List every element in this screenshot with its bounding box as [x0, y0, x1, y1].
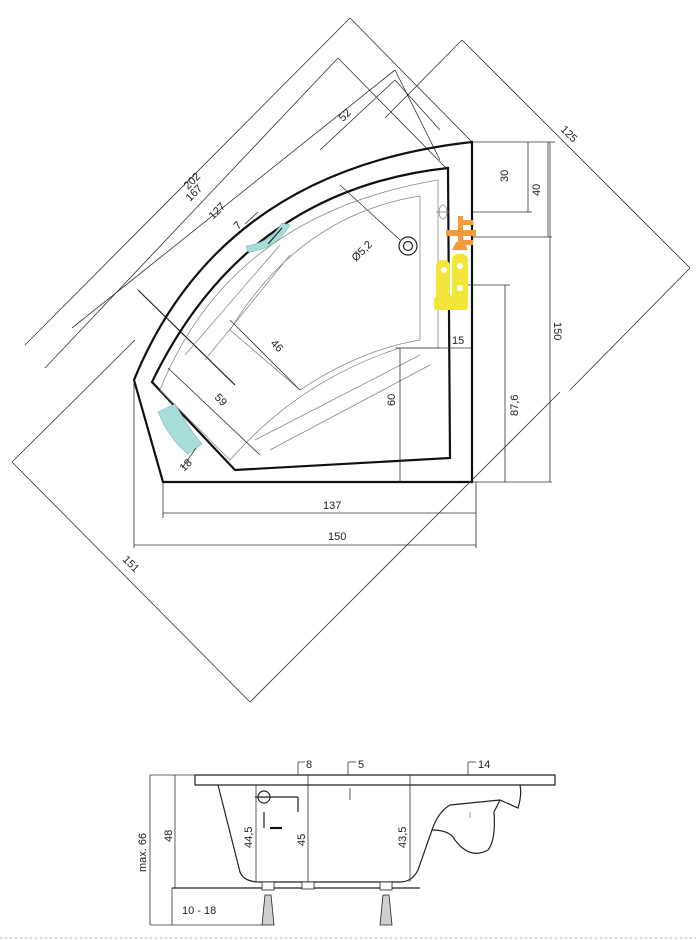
- foot-right-icon: [379, 881, 393, 926]
- headrest-lower-icon: [157, 403, 203, 455]
- label-876: 87,6: [509, 395, 521, 416]
- label-18: 18: [178, 457, 195, 474]
- dim-line-167: [44, 57, 339, 369]
- dim-ext-52: [394, 79, 441, 131]
- label-150-bottom: 150: [328, 531, 346, 543]
- dim-ext-127: [394, 69, 441, 161]
- dim-ext-125a: [384, 39, 463, 119]
- side-skirt: [431, 799, 501, 854]
- label-15: 15: [452, 335, 464, 347]
- label-60: 60: [386, 394, 398, 406]
- basin-contour: [159, 179, 439, 461]
- inner-rim: [150, 166, 452, 472]
- dim-tick-7: [244, 211, 259, 225]
- tap-icon: [446, 216, 476, 250]
- label-435: 43,5: [397, 827, 409, 848]
- headrest-upper-icon: [245, 222, 291, 253]
- label-137: 137: [323, 500, 341, 512]
- dim-tick-18: [181, 447, 197, 469]
- seat-contour: [229, 195, 421, 391]
- label-150-right: 150: [551, 322, 563, 340]
- dim-line-151: [11, 461, 251, 703]
- drain-leader: [339, 184, 401, 241]
- cut-line-7: [137, 289, 236, 386]
- dim-ext-167: [337, 57, 449, 171]
- dim-line-52: [319, 79, 396, 151]
- label-14: 14: [478, 759, 490, 771]
- side-body: [217, 784, 522, 883]
- label-max66: max. 66: [137, 833, 149, 872]
- side-view: 8 5 14 max. 66 48 44,5 45 43,5 10 - 18: [0, 759, 696, 939]
- top-view: 202 167 127 52 7 125 30 40 150 Ø5,2 46 5…: [11, 17, 691, 703]
- label-5: 5: [358, 759, 364, 771]
- foot-left-icon: [261, 881, 275, 926]
- dim-ext-151b: [249, 391, 561, 703]
- label-125: 125: [558, 124, 579, 145]
- side-rim: [194, 774, 556, 786]
- dim-line-125: [461, 39, 691, 269]
- label-59: 59: [212, 392, 229, 409]
- label-48: 48: [163, 830, 175, 842]
- headrest-upper-line: [267, 227, 283, 245]
- label-52: 52: [337, 107, 354, 124]
- dim-line-46: [229, 319, 301, 391]
- drain-outer-icon: [398, 236, 418, 256]
- label-46: 46: [268, 338, 285, 355]
- label-30: 30: [499, 170, 511, 182]
- dim-line-202: [24, 17, 351, 346]
- dim-line-127: [71, 69, 396, 329]
- label-151: 151: [120, 554, 141, 575]
- dim-ext-202: [349, 17, 473, 143]
- outer-rim: [132, 140, 474, 484]
- label-drain-diameter: Ø5,2: [350, 239, 375, 264]
- backrest-lines: [184, 244, 291, 361]
- label-445: 44,5: [243, 827, 255, 848]
- dim-ext-151a: [11, 339, 136, 463]
- dim-ext-125b: [569, 267, 691, 391]
- footrest-lines: [254, 354, 431, 451]
- label-8: 8: [306, 759, 312, 771]
- side-drain-outlet: [301, 881, 315, 890]
- label-45: 45: [296, 834, 308, 846]
- label-1018: 10 - 18: [182, 905, 216, 917]
- dim-line-59: [167, 367, 261, 456]
- control-panel-icon: [434, 254, 468, 310]
- label-127: 127: [207, 201, 228, 222]
- label-40: 40: [531, 184, 543, 196]
- drain-inner-icon: [402, 240, 414, 252]
